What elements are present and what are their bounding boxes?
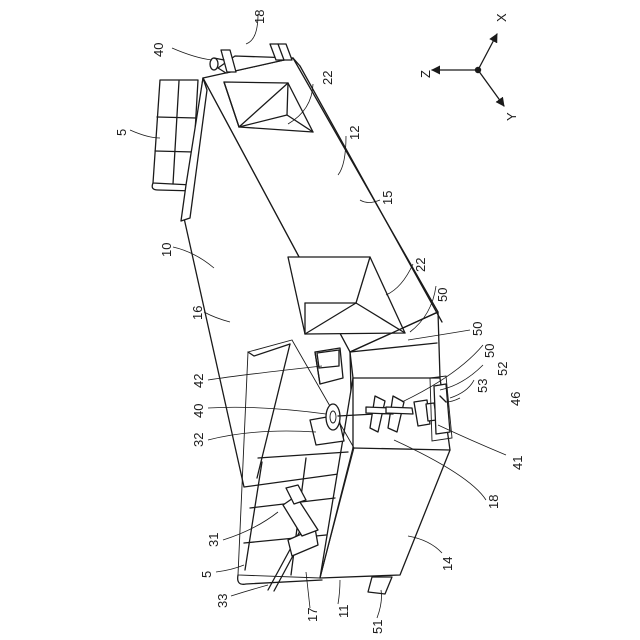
label-22-mid: 22 [413, 258, 428, 272]
axis-triad: X Z Y [418, 13, 519, 121]
axis-z-label: Z [418, 70, 433, 78]
axis-y-label: Y [504, 112, 519, 121]
label-31: 31 [206, 533, 221, 547]
label-41: 41 [510, 456, 525, 470]
label-33: 33 [215, 594, 230, 608]
label-18-bot: 18 [486, 495, 501, 509]
label-40-bot: 40 [191, 404, 206, 418]
label-5-bot: 5 [199, 571, 214, 578]
label-32: 32 [191, 433, 206, 447]
label-14: 14 [440, 557, 455, 571]
label-10: 10 [159, 243, 174, 257]
label-16: 16 [190, 306, 205, 320]
label-5-top: 5 [114, 129, 129, 136]
label-42: 42 [191, 374, 206, 388]
label-15: 15 [380, 191, 395, 205]
label-51: 51 [370, 620, 385, 634]
label-22-top: 22 [320, 71, 335, 85]
label-40-top: 40 [151, 43, 166, 57]
label-50-b: 50 [470, 322, 485, 336]
label-18-top: 18 [252, 10, 267, 24]
label-11: 11 [336, 605, 351, 619]
axis-x-label: X [494, 13, 509, 22]
label-46: 46 [508, 392, 523, 406]
label-52: 52 [495, 362, 510, 376]
label-17: 17 [305, 608, 320, 622]
label-50-c: 50 [482, 344, 497, 358]
label-50-a: 50 [435, 288, 450, 302]
label-53: 53 [475, 379, 490, 393]
label-12: 12 [347, 126, 362, 140]
